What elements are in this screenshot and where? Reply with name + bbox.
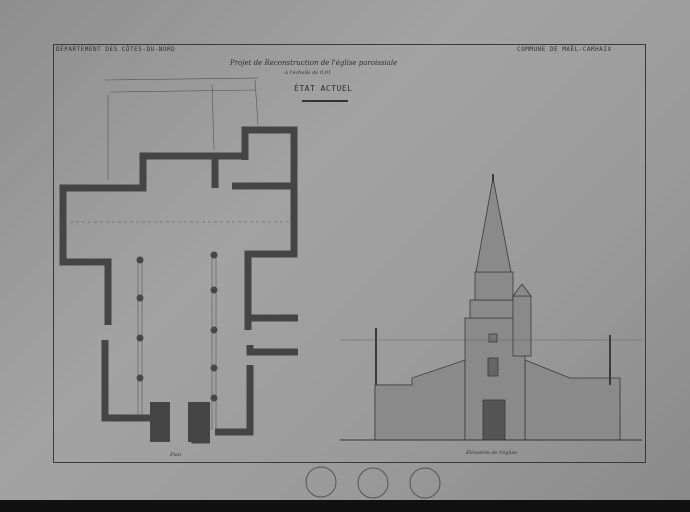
archive-stamps bbox=[305, 466, 441, 499]
commune-label: COMMUNE DE MAËL-CARHAIX bbox=[517, 46, 612, 53]
department-label: DÉPARTEMENT DES CÔTES-DU-NORD bbox=[56, 46, 176, 53]
scale-subtitle: à l'échelle de 0,01 bbox=[285, 70, 332, 76]
elevation-caption: Élévation de l'église bbox=[466, 450, 518, 456]
state-heading: ÉTAT ACTUEL bbox=[294, 84, 353, 93]
heading-underline bbox=[302, 100, 348, 102]
floor-plan bbox=[59, 77, 298, 444]
drawing-frame bbox=[53, 44, 646, 463]
project-title: Projet de Reconstruction de l'église par… bbox=[230, 59, 398, 67]
scan-edge bbox=[0, 500, 690, 512]
drawing-sheet: DÉPARTEMENT DES CÔTES-DU-NORD COMMUNE DE… bbox=[0, 0, 690, 500]
church-elevation bbox=[340, 174, 642, 441]
plan-caption: Plan bbox=[170, 452, 182, 458]
